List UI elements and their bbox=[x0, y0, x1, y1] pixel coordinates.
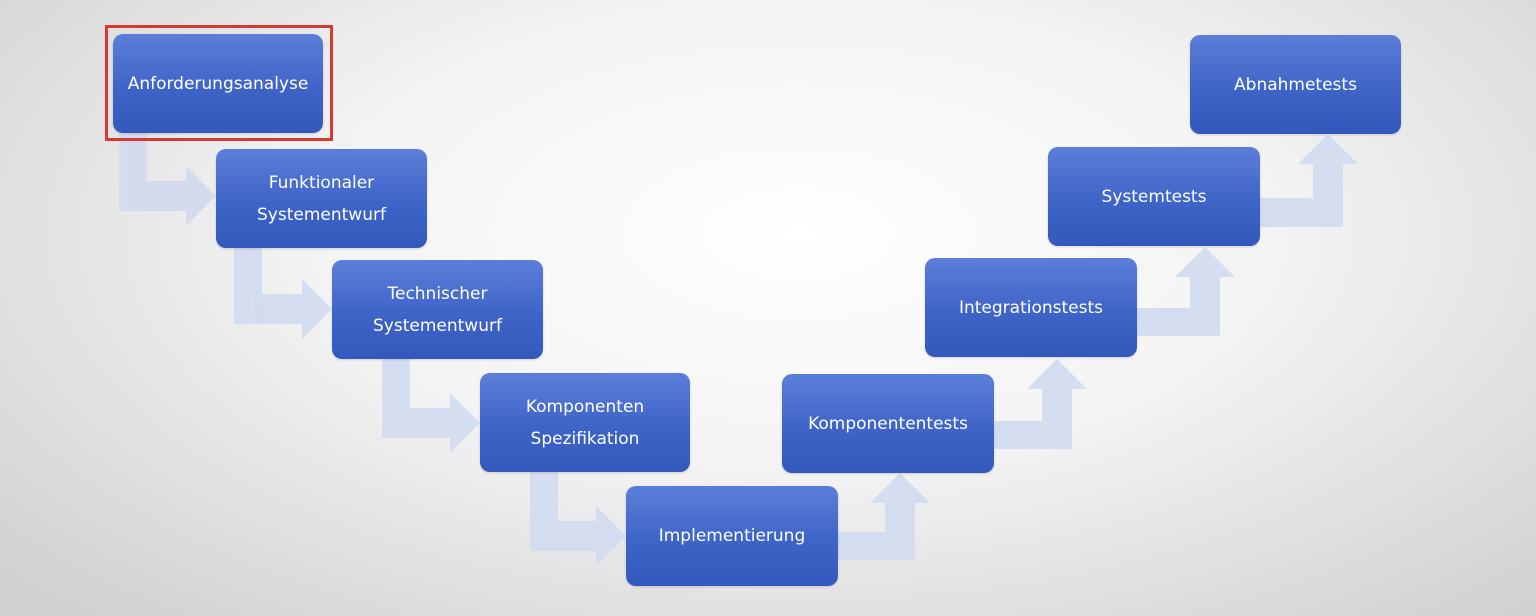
step-integrationstests: Integrationstests bbox=[925, 258, 1137, 357]
step-label: Komponenten Spezifikation bbox=[525, 396, 645, 449]
step-label: Technischer Systementwurf bbox=[373, 283, 502, 336]
step-label: Funktionaler Systementwurf bbox=[257, 172, 386, 225]
step-technischer-systementwurf: Technischer Systementwurf bbox=[332, 260, 543, 359]
step-komponenten-spezifikation: Komponenten Spezifikation bbox=[480, 373, 690, 472]
arrow-8-to-9 bbox=[1260, 134, 1358, 227]
step-label: Komponententests bbox=[808, 413, 968, 434]
step-systemtests: Systemtests bbox=[1048, 147, 1260, 246]
step-funktionaler-systementwurf: Funktionaler Systementwurf bbox=[216, 149, 427, 248]
step-label: Abnahmetests bbox=[1234, 74, 1357, 95]
arrow-7-to-8 bbox=[1137, 247, 1235, 336]
highlight-frame bbox=[105, 25, 333, 141]
step-label: Integrationstests bbox=[958, 297, 1104, 318]
step-abnahmetests: Abnahmetests bbox=[1190, 35, 1401, 134]
step-implementierung: Implementierung bbox=[626, 486, 838, 586]
arrow-2-to-3 bbox=[234, 248, 332, 339]
step-label: Systemtests bbox=[1101, 186, 1207, 207]
step-komponententests: Komponententests bbox=[782, 374, 994, 473]
arrow-3-to-4 bbox=[382, 359, 480, 453]
step-anforderungsanalyse: Anforderungsanalyse bbox=[113, 34, 323, 133]
arrow-6-to-7 bbox=[994, 359, 1087, 449]
step-label: Anforderungsanalyse bbox=[127, 73, 309, 94]
arrow-1-to-2 bbox=[119, 133, 216, 226]
arrow-4-to-5 bbox=[530, 472, 626, 566]
arrow-5-to-6 bbox=[838, 473, 930, 560]
step-label: Implementierung bbox=[658, 526, 806, 546]
